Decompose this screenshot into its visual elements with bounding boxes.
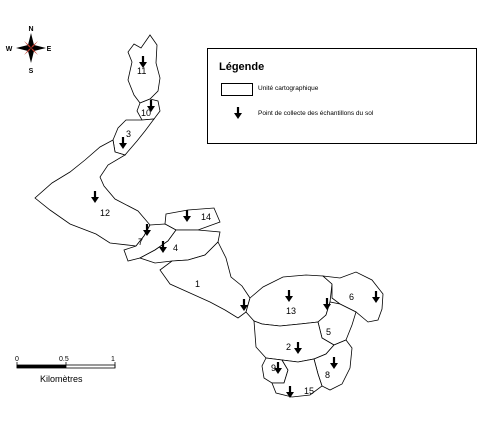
- legend-point-label: Point de collecte des échantillons du so…: [258, 110, 374, 117]
- unit-label-15: 15: [304, 386, 314, 396]
- compass-east-point: [31, 45, 46, 51]
- compass-north-label: N: [28, 26, 33, 33]
- unit-label-2: 2: [286, 342, 291, 352]
- legend-unit-swatch: [221, 83, 253, 96]
- scale-unit-label: Kilomètres: [40, 374, 83, 384]
- sampling-point-arrow-icon[interactable]: [91, 191, 99, 203]
- scale-tick-0: 0: [15, 356, 19, 363]
- unit-label-14: 14: [201, 212, 211, 222]
- unit-label-8: 8: [325, 370, 330, 380]
- map-unit-6-north[interactable]: [321, 271, 384, 323]
- unit-label-9: 9: [271, 363, 276, 373]
- sampling-point-arrow-icon[interactable]: [286, 386, 294, 398]
- unit-label-6-north: 6: [349, 292, 354, 302]
- legend-point-arrow-icon: [234, 107, 242, 119]
- unit-label-12: 12: [100, 208, 110, 218]
- compass-ne-point: [31, 41, 38, 48]
- scale-bar: [16, 362, 116, 369]
- sampling-point-arrow-icon[interactable]: [323, 298, 331, 310]
- map-unit-10[interactable]: [136, 98, 161, 121]
- unit-label-11: 11: [137, 66, 146, 76]
- unit-label-10: 10: [141, 108, 151, 118]
- scale-tick-half: 0.5: [59, 356, 69, 363]
- sampling-point-arrow-icon[interactable]: [240, 299, 248, 311]
- compass-south-label: S: [29, 68, 34, 75]
- compass-south-point: [28, 48, 34, 63]
- map-unit-3[interactable]: [112, 118, 155, 156]
- compass-se-point: [31, 48, 38, 55]
- compass-rose: N S E W: [6, 26, 52, 75]
- compass-nw-point: [24, 41, 31, 48]
- compass-west-point: [16, 45, 31, 51]
- sampling-point-arrow-icon[interactable]: [147, 100, 155, 112]
- legend-unit-label: Unité cartographique: [258, 85, 319, 92]
- compass-north-point: [28, 33, 34, 48]
- map-unit-4[interactable]: [138, 229, 221, 264]
- sampling-point-arrow-icon[interactable]: [143, 224, 151, 236]
- unit-label-1: 1: [195, 279, 200, 289]
- scale-tick-1: 1: [111, 356, 115, 363]
- unit-label-7: 7: [138, 237, 143, 247]
- compass-sw-point: [24, 48, 31, 55]
- map-unit-15[interactable]: [271, 358, 323, 398]
- sampling-point-arrow-icon[interactable]: [139, 56, 147, 68]
- sampling-point-arrow-icon[interactable]: [294, 342, 302, 354]
- legend-title: Légende: [219, 61, 265, 73]
- sampling-point-arrow-icon[interactable]: [330, 357, 338, 369]
- sampling-points: [91, 56, 380, 398]
- sampling-point-arrow-icon[interactable]: [274, 362, 282, 374]
- sampling-point-arrow-icon[interactable]: [372, 291, 380, 303]
- sampling-point-arrow-icon[interactable]: [285, 290, 293, 302]
- sampling-point-arrow-icon[interactable]: [183, 210, 191, 222]
- sampling-point-arrow-icon[interactable]: [159, 241, 167, 253]
- map-unit-14[interactable]: [164, 207, 221, 231]
- unit-label-4: 4: [173, 243, 178, 253]
- compass-west-label: W: [6, 46, 13, 53]
- unit-label-13: 13: [286, 306, 296, 316]
- legend-panel: Légende Unité cartographique Point de co…: [207, 48, 477, 144]
- compass-east-label: E: [47, 46, 52, 53]
- unit-label-5: 5: [326, 327, 331, 337]
- map-unit-12[interactable]: [34, 139, 151, 247]
- map-unit-11[interactable]: [127, 34, 161, 104]
- sampling-point-arrow-icon[interactable]: [119, 137, 127, 149]
- unit-label-3: 3: [126, 129, 131, 139]
